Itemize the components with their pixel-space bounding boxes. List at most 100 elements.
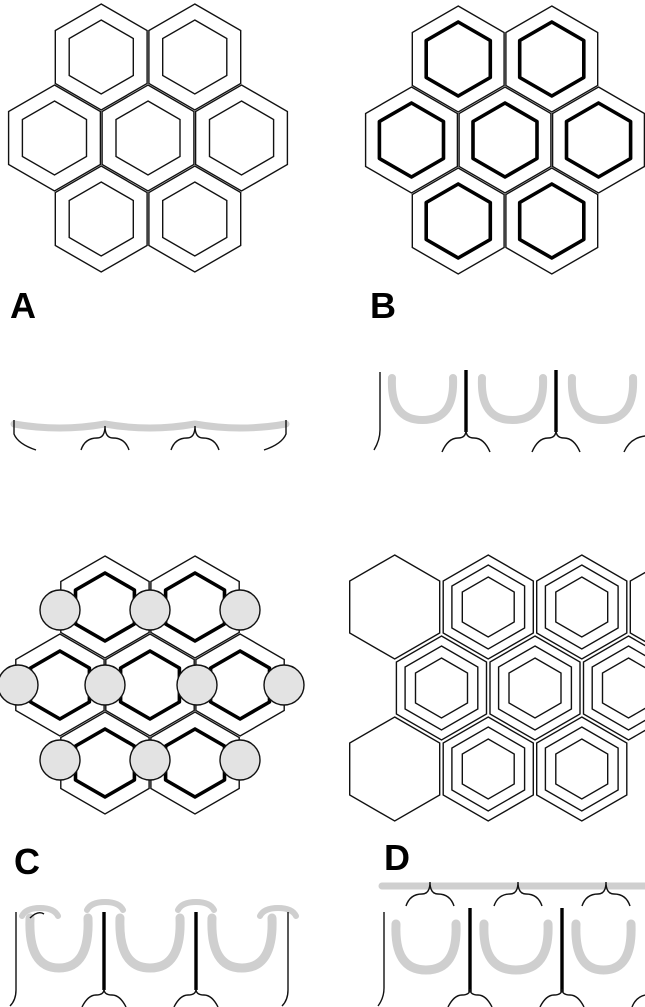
cell-apical-ring <box>161 19 228 95</box>
cell-outline <box>54 3 148 111</box>
panel-label-b: B <box>370 285 396 326</box>
junction-cell <box>129 739 171 781</box>
apical-fold <box>29 911 45 919</box>
cell-apical-ring <box>208 649 272 721</box>
cytoplasm-shading <box>571 919 636 975</box>
junction-cell <box>263 664 305 706</box>
cell-base-profile <box>9 912 17 1007</box>
cell-base-profile <box>623 435 645 453</box>
junction-cell <box>0 664 39 706</box>
cell-base-profile <box>373 372 381 451</box>
apical-surface-shading <box>10 420 290 432</box>
cell-apical-ring <box>555 738 609 800</box>
partial-cell-outline <box>349 554 441 660</box>
cytoplasm-shading <box>115 913 185 973</box>
cell-outline <box>194 84 289 192</box>
panel-d-hexagon-array <box>349 554 645 822</box>
partial-cell-outline <box>349 716 441 822</box>
cell-base-profile <box>80 425 130 451</box>
cell-wall-inner <box>404 645 479 731</box>
cell-outline <box>150 711 240 815</box>
cell-apical-ring <box>508 657 562 719</box>
cell-apical-ring <box>73 727 137 799</box>
cytoplasm-shading <box>387 374 458 425</box>
cell-outline <box>54 165 148 273</box>
cytoplasm-shading <box>479 919 553 975</box>
cell-apical-ring <box>555 576 609 638</box>
panel-label-a: A <box>10 285 36 326</box>
cell-base-profile <box>13 420 37 451</box>
cell-outline <box>60 711 150 815</box>
cell-outline <box>551 86 645 194</box>
cell-apical-ring <box>424 20 493 98</box>
cell-apical-ring <box>28 649 92 721</box>
cell-outline <box>582 635 645 741</box>
apical-cap-shading <box>19 904 61 919</box>
cytoplasm-shading <box>391 919 461 975</box>
cell-base-profile <box>441 429 491 453</box>
panel-d-cross-section <box>377 881 645 1007</box>
cell-apical-ring <box>414 657 469 719</box>
cell-outline <box>195 633 285 737</box>
cell-base-profile <box>531 429 581 453</box>
cell-outline <box>15 633 105 737</box>
cell-base-profile <box>281 912 289 1007</box>
cell-wall-inner <box>544 564 619 650</box>
junction-cell <box>39 589 81 631</box>
cell-base-profile <box>539 988 585 1007</box>
cell-outline <box>411 167 505 275</box>
cell-apical-ring <box>115 100 181 176</box>
panel-c-hexagon-array <box>0 555 305 815</box>
partial-cell-outline <box>629 571 645 643</box>
cell-apical-ring <box>471 101 539 179</box>
cell-apical-ring <box>564 101 633 179</box>
cytoplasm-shading <box>477 374 548 425</box>
cell-base-profile <box>581 881 631 907</box>
junction-cell <box>84 664 126 706</box>
junction-cell <box>39 739 81 781</box>
cell-outline <box>536 554 628 660</box>
cell-base-profile <box>81 988 127 1007</box>
cell-outline <box>148 165 242 273</box>
cell-base-profile <box>447 988 493 1007</box>
cell-base-profile <box>173 988 219 1007</box>
cell-apical-ring <box>517 20 586 98</box>
cell-apical-ring <box>73 571 137 643</box>
panel-label-d: D <box>384 837 410 878</box>
cytoplasm-shading <box>567 374 638 425</box>
cell-outline <box>442 554 534 660</box>
cell-apical-ring <box>68 19 135 95</box>
cell-base-profile <box>631 994 645 1007</box>
cell-apical-ring <box>377 101 446 179</box>
cell-base-profile <box>170 425 220 451</box>
apical-cap-shading <box>257 904 299 919</box>
cell-base-profile <box>263 420 287 451</box>
cell-wall-inner <box>544 726 619 812</box>
cell-outline <box>458 86 552 194</box>
apical-cap-shading <box>84 898 126 913</box>
cell-outline <box>489 635 581 741</box>
cell-apical-ring <box>424 182 493 260</box>
panel-b-hexagon-array <box>364 5 645 275</box>
cytoplasm-shading <box>207 913 277 973</box>
cell-apical-ring <box>461 738 515 800</box>
cytoplasm-shading <box>25 913 93 973</box>
cell-apical-ring <box>21 100 88 176</box>
cell-apical-ring <box>161 181 228 257</box>
cell-apical-ring <box>163 727 227 799</box>
junction-cell <box>219 589 261 631</box>
cell-outline <box>411 5 505 113</box>
cell-apical-ring <box>118 649 182 721</box>
cell-base-profile <box>377 912 385 1007</box>
cell-apical-ring <box>68 181 135 257</box>
apical-cap-shading <box>175 898 217 913</box>
cell-apical-ring <box>517 182 586 260</box>
panel-a-cross-section <box>10 420 290 451</box>
panel-b-cross-section <box>373 370 645 453</box>
cell-wall-inner <box>451 726 526 812</box>
cell-outline <box>148 3 242 111</box>
cell-base-profile <box>405 881 455 907</box>
cell-base-profile <box>493 881 543 907</box>
cell-wall-inner <box>497 645 573 731</box>
